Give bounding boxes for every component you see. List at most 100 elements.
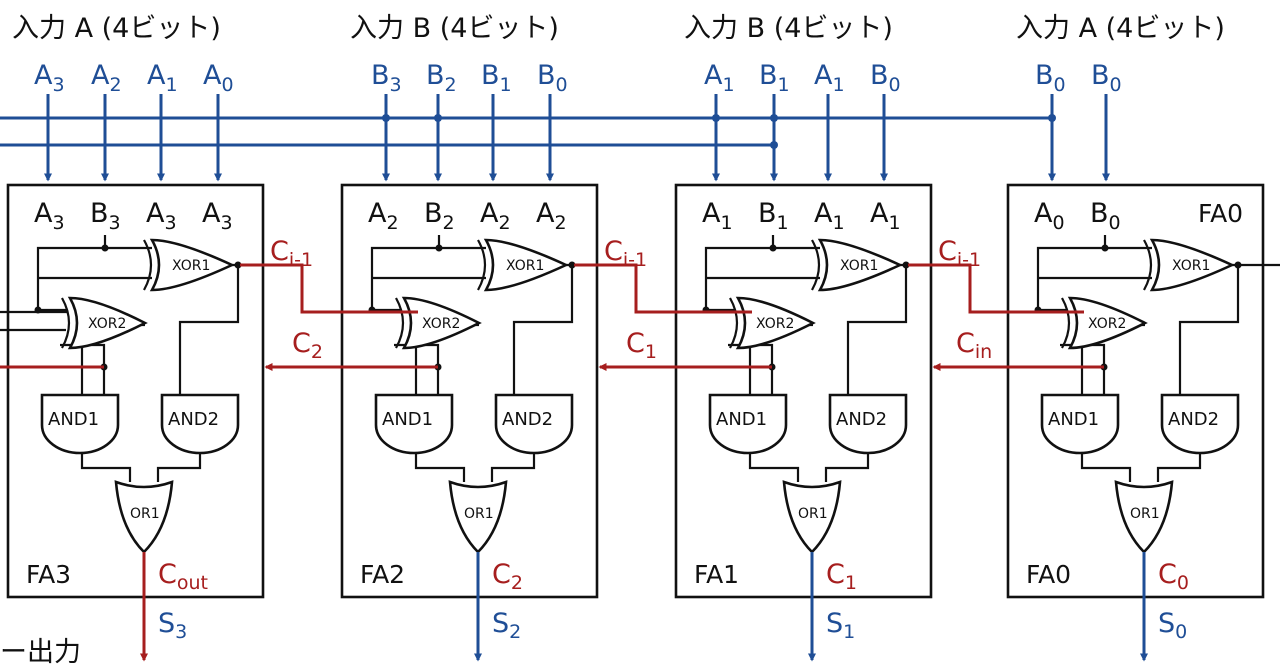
pin-label: B1 xyxy=(481,60,512,96)
gate-label: AND2 xyxy=(836,409,887,430)
svg-text:A3: A3 xyxy=(146,198,177,234)
xor1-gate xyxy=(483,238,570,292)
gate-label: AND1 xyxy=(1048,409,1099,430)
svg-text:A3: A3 xyxy=(202,198,233,234)
pin-label: B0 xyxy=(870,60,901,96)
gate-label: XOR1 xyxy=(1172,258,1210,274)
gate-label: OR1 xyxy=(1130,506,1160,522)
gate-label: AND1 xyxy=(48,409,99,430)
gate-label: XOR1 xyxy=(840,258,878,274)
gate-label: XOR1 xyxy=(506,258,544,274)
svg-text:A1: A1 xyxy=(870,198,901,234)
and1-gate xyxy=(40,393,120,455)
carry-left-label: C2 xyxy=(292,328,323,363)
sum-outputs xyxy=(474,552,1148,662)
full-adder-fa2: A2 B2 A2 A2 XOR1 XOR2 AND1 AND2 OR1 FA2 xyxy=(340,183,599,599)
output-label: ー出力 xyxy=(0,637,81,668)
carry-left-label: Cin xyxy=(956,328,992,363)
header-input-a-left: 入力 A (4ビット) xyxy=(12,13,221,44)
xor1-gate xyxy=(1149,238,1236,292)
carry-out-label: C2 xyxy=(492,559,523,594)
gate-label: OR1 xyxy=(130,506,160,522)
adder-box xyxy=(1006,183,1265,599)
carry-in-label: Ci-1 xyxy=(604,236,647,271)
svg-text:A3: A3 xyxy=(34,198,65,234)
and2-gate xyxy=(1160,393,1240,455)
svg-text:A2: A2 xyxy=(536,198,567,234)
carry-out-label: C1 xyxy=(826,559,857,594)
gate-label: AND1 xyxy=(716,409,767,430)
gate-label: OR1 xyxy=(798,506,828,522)
xor1-gate xyxy=(149,238,236,292)
full-adder-fa1: A1 B1 A1 A1 XOR1 XOR2 AND1 AND2 OR1 FA1 xyxy=(674,183,933,599)
gate-label: XOR1 xyxy=(172,258,210,274)
svg-text:A1: A1 xyxy=(702,198,733,234)
or1-gate xyxy=(114,480,174,554)
input-bus xyxy=(0,94,1110,182)
carry-labels: Ci-1 Ci-1 Ci-1 C2 C1 Cin Cout C2 C1 C0 xyxy=(158,236,1189,594)
adder-box xyxy=(674,183,933,599)
svg-text:B1: B1 xyxy=(758,198,789,234)
pin-label: B2 xyxy=(426,60,457,96)
and1-gate xyxy=(708,393,788,455)
adder-input-labels: A2 B2 A2 A2 xyxy=(368,198,567,234)
xor2-gate xyxy=(735,296,816,350)
or1-gate xyxy=(1114,480,1174,554)
svg-text:B3: B3 xyxy=(90,198,121,234)
carry-in-label: Ci-1 xyxy=(938,236,981,271)
adder-input-labels: A1 B1 A1 A1 xyxy=(702,198,901,234)
gate-label: AND2 xyxy=(502,409,553,430)
carry-out-label: Cout xyxy=(158,559,208,594)
carry-link xyxy=(908,263,1084,314)
svg-text:B2: B2 xyxy=(424,198,455,234)
top-pin-labels: A3 A2 A1 A0 B3 B2 B1 B0 A1 B1 A1 B0 B0 B… xyxy=(34,60,1122,96)
svg-text:B0: B0 xyxy=(1090,198,1121,234)
pin-label: A1 xyxy=(147,60,178,96)
pin-label: B0 xyxy=(1091,60,1122,96)
sum-label: S0 xyxy=(1158,608,1187,643)
and2-gate xyxy=(828,393,908,455)
svg-text:A0: A0 xyxy=(1034,198,1065,234)
adder-input-labels: A0 B0 xyxy=(1034,198,1121,234)
gate-label: AND1 xyxy=(382,409,433,430)
adder-box xyxy=(6,183,265,599)
or1-gate xyxy=(782,480,842,554)
sum-label: S1 xyxy=(826,608,855,643)
and1-gate xyxy=(1040,393,1120,455)
carry-link xyxy=(240,263,418,314)
gate-label: XOR2 xyxy=(756,316,794,332)
pin-label: A1 xyxy=(704,60,735,96)
and2-gate xyxy=(494,393,574,455)
full-adder-fa3: A3 B3 A3 A3 XOR1 XOR2 AND1 AND2 OR1 xyxy=(6,183,265,599)
adder-input-labels: A3 B3 A3 A3 xyxy=(34,198,233,234)
header-input-a-right: 入力 A (4ビット) xyxy=(1016,13,1225,44)
carry-out-label: C0 xyxy=(1158,559,1189,594)
pin-label: B3 xyxy=(371,60,402,96)
header-input-b-right: 入力 B (4ビット) xyxy=(684,13,893,44)
svg-text:A2: A2 xyxy=(368,198,399,234)
adder-box xyxy=(340,183,599,599)
carry-left-label: C1 xyxy=(626,328,657,363)
pin-label: A1 xyxy=(814,60,845,96)
gate-label: XOR2 xyxy=(422,316,460,332)
gate-label: AND2 xyxy=(168,409,219,430)
sum-labels: S3 S2 S1 S0 xyxy=(158,608,1187,643)
xor1-gate xyxy=(817,238,904,292)
gate-label: OR1 xyxy=(464,506,494,522)
and1-gate xyxy=(374,393,454,455)
carry-wiring xyxy=(0,263,1104,662)
adder-name: FA0 xyxy=(1026,560,1071,589)
xor2-gate xyxy=(67,296,148,350)
sum-label: S3 xyxy=(158,608,187,643)
pin-label: B0 xyxy=(1035,60,1066,96)
pin-label: A3 xyxy=(34,60,65,96)
pin-label: B1 xyxy=(759,60,790,96)
header-input-b-left: 入力 B (4ビット) xyxy=(350,13,559,44)
adder-name: FA2 xyxy=(360,560,405,589)
sum-label: S2 xyxy=(492,608,521,643)
and2-gate xyxy=(160,393,240,455)
svg-text:A2: A2 xyxy=(480,198,511,234)
full-adder-fa0: A0 B0 FA0 XOR1 XOR2 AND1 AND2 OR1 FA0 xyxy=(1006,183,1265,599)
adder-name: FA3 xyxy=(26,560,71,589)
